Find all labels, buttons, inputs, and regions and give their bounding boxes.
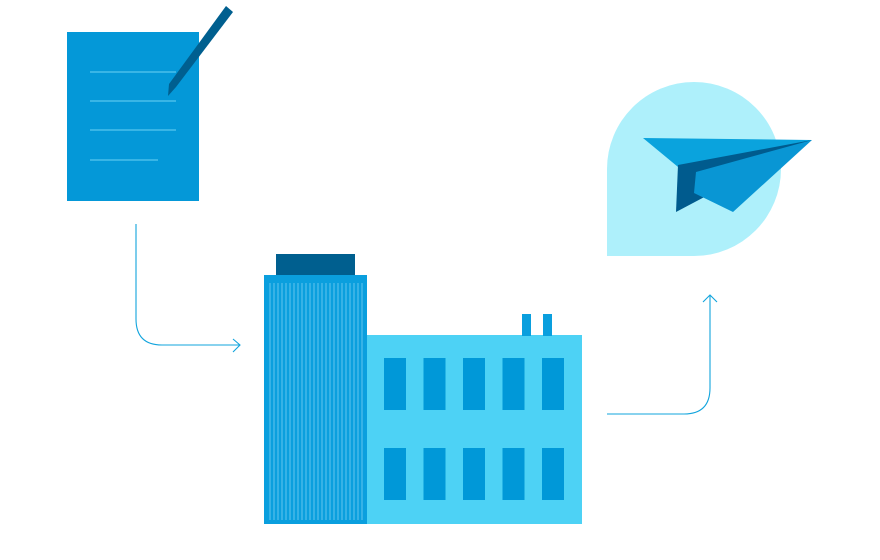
building-window — [502, 358, 525, 410]
connector-building-to-send — [607, 294, 718, 415]
building-window — [542, 358, 564, 410]
pen-icon — [168, 6, 233, 96]
document-node — [67, 6, 233, 201]
building-window — [463, 448, 485, 500]
chimney — [522, 314, 531, 336]
document-text-lines — [90, 71, 176, 161]
building-window — [384, 448, 406, 500]
connector-line — [607, 296, 711, 415]
connector-document-to-building — [135, 224, 241, 353]
building-window — [502, 448, 525, 500]
paper-plane-icon — [694, 140, 812, 212]
building-window — [423, 448, 446, 500]
building-window — [463, 358, 485, 410]
building-window — [384, 358, 406, 410]
building-window — [423, 358, 446, 410]
annex-windows — [384, 358, 564, 500]
arrow-right-icon — [232, 338, 241, 353]
building-node — [264, 254, 582, 524]
annex-chimneys — [522, 314, 552, 336]
building-tower-roof — [276, 254, 355, 276]
tower-stripes — [269, 283, 363, 520]
building-window — [542, 448, 564, 500]
connector-line — [135, 224, 240, 346]
arrow-up-icon — [702, 294, 718, 303]
document-icon — [67, 32, 199, 201]
chimney — [543, 314, 552, 336]
send-node — [607, 82, 812, 256]
office-building-icon — [264, 275, 367, 524]
